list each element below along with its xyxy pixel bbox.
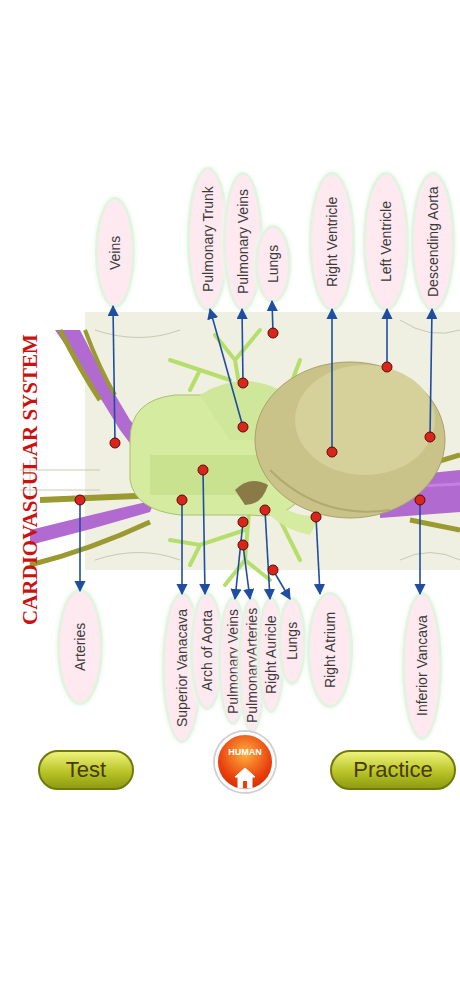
pointer-dot [327,447,337,457]
label-text: Right Auricle [263,616,279,695]
leader-arrow [235,522,243,599]
part-label: Lungs [258,228,288,300]
label-text: Pulmonary Trunk [200,186,216,292]
pointer-dot [238,378,248,388]
part-label: Veins [98,200,132,305]
leader-arrow [203,470,205,594]
leader-arrow [79,500,81,591]
leader-arrow [243,545,250,599]
part-label: Left Ventricle [366,175,406,308]
pointer-dot [238,422,248,432]
label-text: Right Ventricle [324,196,340,286]
part-label: Inferior Vancava [405,595,439,737]
pointer-dot [198,465,208,475]
label-text: Practice [353,757,432,783]
pointer-dot [268,565,278,575]
label-text: Test [66,757,106,783]
page-title: CARDIOVASCULAR SYSTEM [10,300,50,660]
pointer-dot [75,495,85,505]
label-text: Lungs [265,245,281,283]
home-button: HUMAN [215,732,275,792]
heart [130,362,445,535]
faint-bones [20,320,460,560]
pointer-dot [238,540,248,550]
label-text: Pulmonary Veins [235,189,251,294]
test-button: Test [38,750,134,790]
leader-arrow [273,570,290,599]
label-text: PulmonaryArteries [244,607,260,722]
pointer-dot [177,495,187,505]
label-text: Pulmonary Veins [225,608,241,713]
part-label: Right Ventricle [312,175,352,308]
part-label: Right Auricle [260,600,282,710]
label-text: Arch of Aorta [199,611,215,692]
pointer-dot [382,362,392,372]
pointer-dot [238,517,248,527]
pointer-dot [260,505,270,515]
part-label: Arteries [60,592,100,702]
leader-arrow [272,301,273,333]
part-label: Pulmonary Trunk [190,170,226,308]
label-text: Superior Vanacava [174,608,190,726]
leader-arrow [316,517,320,594]
leader-arrow [181,500,183,594]
leader-arrow [386,309,388,367]
part-label: Lungs [281,600,303,682]
label-text: HUMAN [228,747,262,757]
leader-arrow [242,309,243,383]
part-label: Right Atrium [310,595,350,705]
pointer-dot [110,438,120,448]
label-text: Inferior Vancava [414,616,430,717]
label-text: Right Atrium [322,612,338,688]
leader-arrow [331,309,333,452]
pointer-dot [311,512,321,522]
pointer-dot [415,495,425,505]
pointer-dot [425,432,435,442]
label-text: Lungs [284,622,300,660]
leader-arrow [265,510,270,599]
pointer-dot [268,328,278,338]
leader-arrow [113,306,115,443]
label-text: Veins [107,235,123,269]
leader-arrow [419,500,421,594]
practice-button: Practice [330,750,456,790]
label-text: Descending Aorta [425,186,441,297]
leader-arrow [430,309,432,437]
label-text: Left Ventricle [378,201,394,282]
part-label: Pulmonary Veins [226,175,260,308]
part-label: Arch of Aorta [193,595,221,707]
label-text: Arteries [72,623,88,671]
illustration-background [85,312,460,570]
leader-arrow [210,309,243,427]
part-label: Descending Aorta [414,175,452,308]
